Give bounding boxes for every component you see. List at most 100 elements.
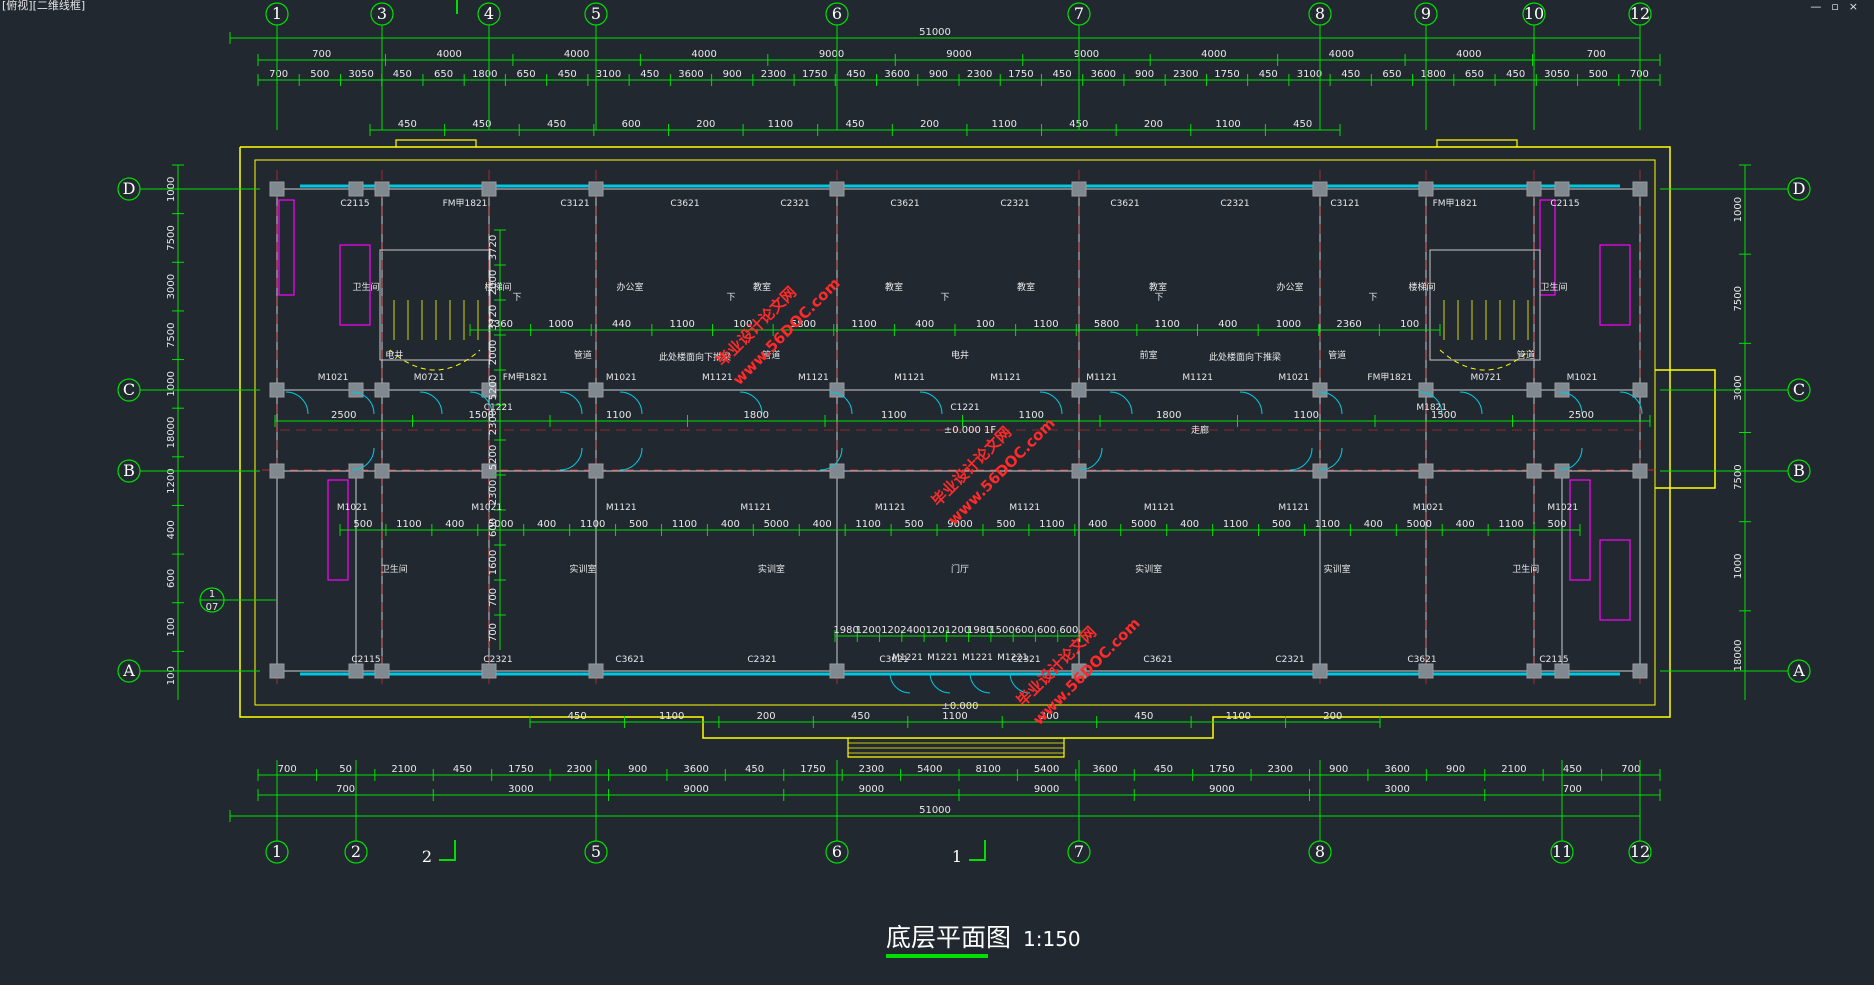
window-label-top: C3121 <box>1330 199 1359 209</box>
door-swing <box>351 391 375 415</box>
inner-dim-upper-value: 1100 <box>1154 319 1179 330</box>
viewport-title[interactable]: [俯视][二维线框] <box>2 0 86 12</box>
column <box>1554 382 1570 398</box>
bottom-small-dim-value: 450 <box>1134 711 1153 722</box>
inner-dim-upper-value: 1100 <box>669 319 694 330</box>
door-label-upper: M1021 <box>1567 373 1598 383</box>
door-label-upper: M1121 <box>1086 373 1117 383</box>
window-label-top: C3621 <box>890 199 919 209</box>
door-label-upper: M1121 <box>798 373 829 383</box>
bottom-dim-row2-value: 9000 <box>1209 784 1234 795</box>
entrance-dim-value: 1200 <box>945 625 970 636</box>
inner-dim-lower-value: 1100 <box>1498 519 1523 530</box>
small-room-label: 管道 <box>1517 349 1535 361</box>
left-dim-value: 3000 <box>166 274 177 299</box>
column <box>829 663 845 679</box>
door-swing <box>919 391 943 415</box>
entrance-door-label: M1221 <box>997 653 1028 663</box>
entrance-door-swing <box>929 672 951 694</box>
column <box>1312 463 1328 479</box>
stair-box <box>379 249 491 361</box>
top-dim-row2-value: 450 <box>1053 69 1072 80</box>
bottom-total-dim-value: 51000 <box>919 805 951 816</box>
window-label-bottom: C2321 <box>1275 655 1304 665</box>
entrance-dim-value: 600 <box>1037 625 1056 636</box>
axis-top-8: 8 <box>1315 4 1325 23</box>
bottom-small-dim-value: 1100 <box>659 711 684 722</box>
bottom-dim-row1-value: 900 <box>1329 764 1348 775</box>
inner-dim-lower-value: 5000 <box>764 519 789 530</box>
top-dim-row2-value: 700 <box>1630 69 1649 80</box>
left-dim-value: 100 <box>166 666 177 685</box>
corridor-dim-value: 1100 <box>606 410 631 421</box>
entrance-dim-value: 600 <box>1059 625 1078 636</box>
column <box>588 382 604 398</box>
close-icon[interactable]: × <box>1848 0 1868 13</box>
window-label-top: C3621 <box>1110 199 1139 209</box>
top-dim-row2-value: 450 <box>1259 69 1278 80</box>
door-swing <box>1079 447 1103 471</box>
axis-left-A: A <box>122 661 135 680</box>
top-dim-row2-value: 3600 <box>678 69 703 80</box>
right-dim-value: 1000 <box>1733 197 1744 222</box>
door-label-upper: M0721 <box>1471 373 1502 383</box>
door-swing <box>619 447 643 471</box>
window-label-bottom: C2321 <box>747 655 776 665</box>
bottom-dim-row1-value: 3600 <box>1384 764 1409 775</box>
inner-dim-lower-value: 400 <box>537 519 556 530</box>
stair-arc <box>1439 349 1531 371</box>
column <box>481 181 497 197</box>
top-dim-row2-value: 900 <box>723 69 742 80</box>
inner-dim-lower-value: 500 <box>353 519 372 530</box>
room-name-lower: 门厅 <box>951 563 969 575</box>
inner-dim-upper-value: 400 <box>915 319 934 330</box>
entrance-door-label: M1221 <box>892 653 923 663</box>
top-dim-row1-value: 9000 <box>819 49 844 60</box>
room-name-lower: 实训室 <box>569 563 596 575</box>
top-dim-row2-value: 3100 <box>596 69 621 80</box>
top-dim-row2-value: 650 <box>1382 69 1401 80</box>
bottom-dim-row1-value: 3600 <box>683 764 708 775</box>
door-label-lower: M1021 <box>337 503 368 513</box>
column <box>1632 382 1648 398</box>
column <box>269 663 285 679</box>
door-label-upper: M1021 <box>318 373 349 383</box>
minimize-icon[interactable]: — <box>1810 0 1832 13</box>
door-label-upper: M1121 <box>702 373 733 383</box>
top-dim-row2-value: 650 <box>516 69 535 80</box>
column <box>1526 463 1542 479</box>
entrance-door-swing <box>889 672 911 694</box>
top-small-dim-value: 450 <box>547 119 566 130</box>
bottom-small-dim-value: 450 <box>568 711 587 722</box>
top-small-dim-value: 1100 <box>992 119 1017 130</box>
top-dim-row2-value: 3600 <box>1091 69 1116 80</box>
bottom-dim-row1-value: 450 <box>1154 764 1173 775</box>
inner-dim-upper-value: 100 <box>1400 319 1419 330</box>
top-dim-row2-value: 500 <box>310 69 329 80</box>
corridor-dim-value: 1100 <box>1019 410 1044 421</box>
axis-left-B: B <box>123 461 135 480</box>
door-swing <box>559 391 583 415</box>
room-name-upper: 卫生间 <box>1540 281 1567 293</box>
room-name-lower: 实训室 <box>1135 563 1162 575</box>
column <box>1632 663 1648 679</box>
stair-dim-value: 2300 <box>488 410 499 435</box>
top-dim-row2-value: 2300 <box>761 69 786 80</box>
inner-dim-lower-value: 500 <box>629 519 648 530</box>
door-swing <box>1459 391 1483 415</box>
room-name-upper: 教室 <box>753 281 771 293</box>
down-arrow-label: 下 <box>1368 293 1377 303</box>
restore-icon[interactable]: ▫ <box>1831 0 1849 13</box>
level-mark-entrance: ±0.000 <box>941 701 978 712</box>
door-label-lower: M1121 <box>875 503 906 513</box>
door-swing <box>819 447 843 471</box>
bottom-dim-row1-value: 700 <box>278 764 297 775</box>
top-dim-row1-value: 4000 <box>1201 49 1226 60</box>
top-dim-row2-value: 3100 <box>1297 69 1322 80</box>
top-dim-row2-value: 3050 <box>348 69 373 80</box>
bottom-dim-row1-value: 1750 <box>508 764 533 775</box>
window-label-bottom: C2321 <box>1011 655 1040 665</box>
axis-right-D: D <box>1793 179 1806 198</box>
column <box>1526 181 1542 197</box>
